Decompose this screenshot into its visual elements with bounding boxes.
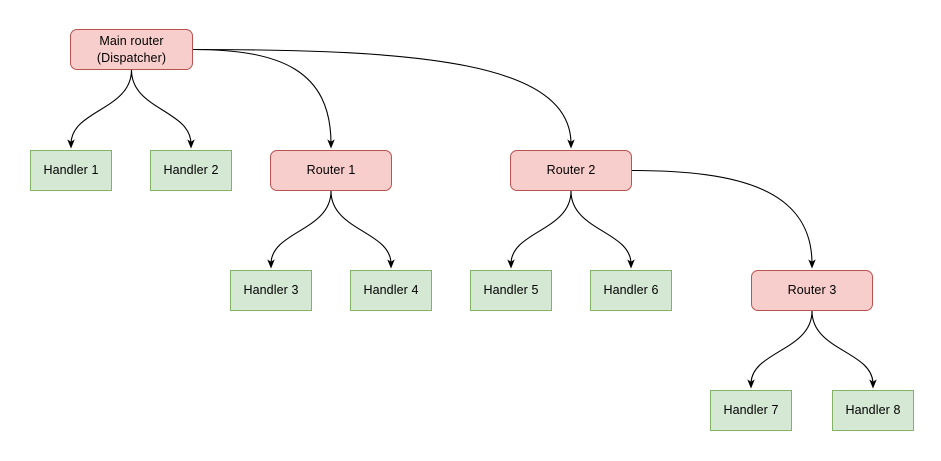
- edge-e-r2-r3: [631, 169, 816, 269]
- node-router-3[interactable]: Router 3: [751, 270, 873, 311]
- node-main-router[interactable]: Main router (Dispatcher): [70, 29, 193, 70]
- edge-e-r1-h4: [330, 190, 395, 269]
- node-label: Handler 6: [603, 283, 659, 298]
- edge-e-r3-h8: [811, 310, 877, 389]
- node-label: Handler 1: [43, 163, 99, 178]
- edge-e-main-r1: [192, 48, 335, 149]
- node-label: Handler 4: [363, 283, 419, 298]
- node-label: Handler 7: [723, 403, 779, 418]
- edge-e-r1-h3: [267, 190, 332, 269]
- edge-group: [67, 48, 877, 389]
- node-label: Handler 3: [243, 283, 299, 298]
- edge-e-main-h2: [130, 69, 195, 149]
- node-label: Handler 2: [163, 163, 219, 178]
- node-label: Router 3: [787, 283, 837, 298]
- node-handler-1[interactable]: Handler 1: [30, 150, 112, 191]
- edge-e-r2-h6: [570, 190, 635, 269]
- node-handler-5[interactable]: Handler 5: [470, 270, 552, 311]
- node-handler-7[interactable]: Handler 7: [710, 390, 792, 431]
- node-label: Handler 8: [845, 403, 901, 418]
- node-handler-6[interactable]: Handler 6: [590, 270, 672, 311]
- node-handler-4[interactable]: Handler 4: [350, 270, 432, 311]
- edge-e-main-h1: [67, 69, 133, 149]
- node-handler-2[interactable]: Handler 2: [150, 150, 232, 191]
- edge-e-r3-h7: [747, 310, 813, 389]
- node-label: Handler 5: [483, 283, 539, 298]
- edge-e-main-r2: [192, 48, 575, 149]
- node-label: Router 1: [306, 163, 356, 178]
- node-handler-8[interactable]: Handler 8: [832, 390, 914, 431]
- node-router-1[interactable]: Router 1: [270, 150, 392, 191]
- node-handler-3[interactable]: Handler 3: [230, 270, 312, 311]
- node-label: Main router (Dispatcher): [96, 33, 167, 65]
- node-label: Router 2: [546, 163, 596, 178]
- edge-e-r2-h5: [507, 190, 572, 269]
- node-router-2[interactable]: Router 2: [510, 150, 632, 191]
